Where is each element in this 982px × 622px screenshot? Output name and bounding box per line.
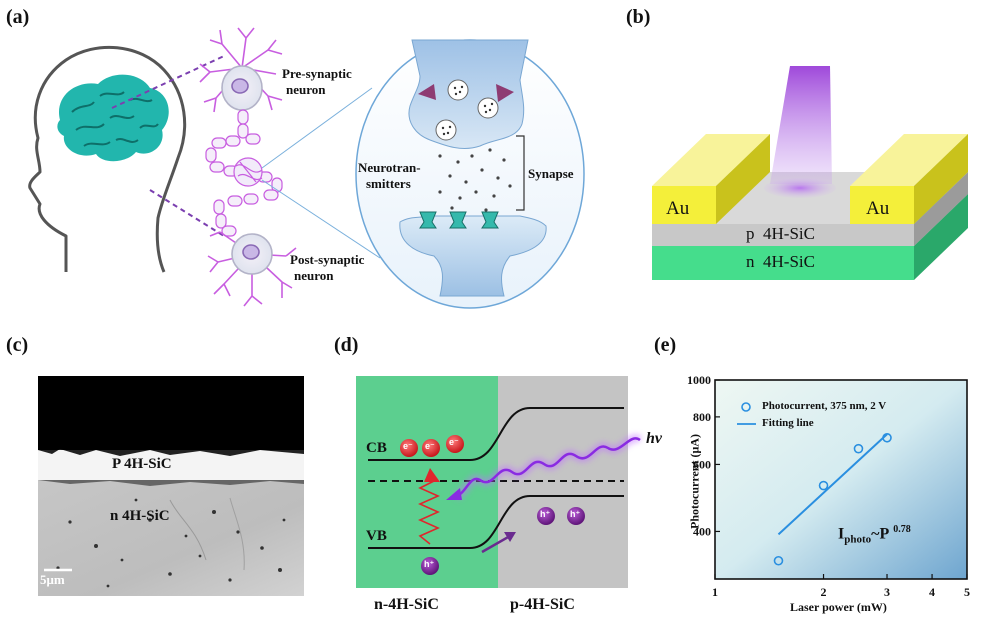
right-au-top — [850, 134, 968, 186]
right-au-label: Au — [866, 198, 890, 219]
p-side-label: p-4H-SiC — [510, 596, 575, 613]
electron-2-label: e⁻ — [425, 441, 435, 451]
x-tick-label: 3 — [884, 585, 890, 599]
y-tick-label: 800 — [693, 410, 711, 424]
p-layer-side — [914, 172, 968, 246]
legend-marker-points — [741, 402, 751, 412]
p-layer-front — [652, 224, 914, 246]
left-au-side — [716, 134, 770, 224]
presynaptic-terminal-icon — [408, 39, 529, 149]
excitation-arrowhead — [424, 468, 440, 482]
y-axis-label: Photocurrent (μA) — [687, 434, 702, 529]
hole-drift-arrow — [481, 534, 511, 554]
scale-bar-label: 5μm — [40, 572, 65, 587]
photon-wave — [455, 437, 641, 498]
pre-synaptic-label: Pre-synaptic neuron — [282, 66, 352, 97]
electron-3 — [446, 435, 464, 453]
hole-1 — [537, 507, 555, 525]
bubble-pointer-upper — [261, 87, 373, 169]
synapse-junction-icon — [233, 157, 263, 187]
hole-3 — [421, 557, 439, 575]
electron-1 — [400, 439, 418, 457]
point-layer — [773, 432, 892, 566]
fit-layer — [777, 433, 888, 536]
p-region-label: P 4H-SiC — [112, 456, 172, 472]
light-beam — [770, 66, 832, 184]
panel-b-label: (b) — [626, 6, 651, 28]
data-point — [853, 443, 864, 454]
hole-2-label: h⁺ — [570, 509, 581, 519]
electron-2 — [422, 439, 440, 457]
excitation-path — [418, 479, 440, 545]
left-au-contact — [652, 186, 716, 224]
n-layer-side — [914, 194, 968, 280]
n-region-label: n 4H-SiC — [110, 508, 170, 524]
right-au-contact — [850, 186, 914, 224]
panel-c-label: (c) — [6, 334, 29, 356]
legend-points-label: Photocurrent, 375 nm, 2 V — [762, 400, 887, 412]
left-au-top — [652, 134, 770, 186]
panel-d-label: (d) — [334, 334, 359, 356]
pre-synaptic-neuron-icon — [199, 27, 283, 113]
conduction-band — [368, 407, 624, 461]
data-point — [818, 480, 829, 491]
chart-axes: 1 2 3 4 5 400 600 800 1000 — [687, 373, 970, 599]
panel-a-label: (a) — [6, 6, 30, 28]
hole-1-label: h⁺ — [540, 509, 551, 519]
n-layer-label: n 4H-SiC — [746, 252, 815, 271]
bubble-pointer-lower — [261, 179, 381, 259]
hole-3-label: h⁺ — [424, 559, 435, 569]
n-layer-front — [652, 246, 914, 280]
y-tick-label: 400 — [693, 524, 711, 538]
brain-icon — [57, 74, 169, 162]
data-point — [882, 432, 892, 443]
cb-label: CB — [366, 440, 387, 456]
y-tick-label: 1000 — [687, 373, 711, 387]
left-au-label: Au — [666, 198, 690, 219]
data-point — [773, 555, 784, 566]
vb-label: VB — [366, 528, 387, 544]
n-side-label: n-4H-SiC — [374, 596, 439, 613]
legend-line-label: Fitting line — [762, 417, 814, 429]
photon-arrowhead — [446, 488, 462, 500]
right-au-side — [914, 134, 968, 224]
p-layer-label: p 4H-SiC — [746, 224, 815, 243]
y-tick-label: 600 — [693, 457, 711, 471]
plot-area — [714, 379, 968, 580]
x-axis-label: Laser power (mW) — [790, 600, 887, 614]
hv-label: hv — [646, 430, 662, 447]
x-tick-label: 5 — [964, 585, 970, 599]
light-spot — [764, 178, 836, 198]
x-tick-label: 4 — [929, 585, 935, 599]
post-synaptic-neuron-icon — [207, 231, 297, 307]
neurotransmitter-dots — [438, 148, 512, 212]
postsynaptic-terminal-icon — [399, 211, 547, 297]
zoom-line-lower — [149, 189, 225, 237]
x-tick-label: 1 — [712, 585, 718, 599]
head-outline — [28, 45, 187, 273]
fitting-line — [777, 433, 888, 536]
valence-band — [368, 495, 624, 549]
electron-3-label: e⁻ — [449, 437, 459, 447]
zoom-line-upper — [111, 55, 225, 109]
electron-1-label: e⁻ — [403, 441, 413, 451]
synapse-bracket — [516, 135, 525, 211]
panel-e-label: (e) — [654, 334, 677, 356]
post-synaptic-label: Post-synaptic neuron — [290, 252, 365, 283]
neurotransmitters-label: Neurotran- smitters — [358, 160, 421, 191]
x-tick-label: 2 — [821, 585, 827, 599]
hole-2 — [567, 507, 585, 525]
synapse-label: Synapse — [528, 166, 574, 181]
